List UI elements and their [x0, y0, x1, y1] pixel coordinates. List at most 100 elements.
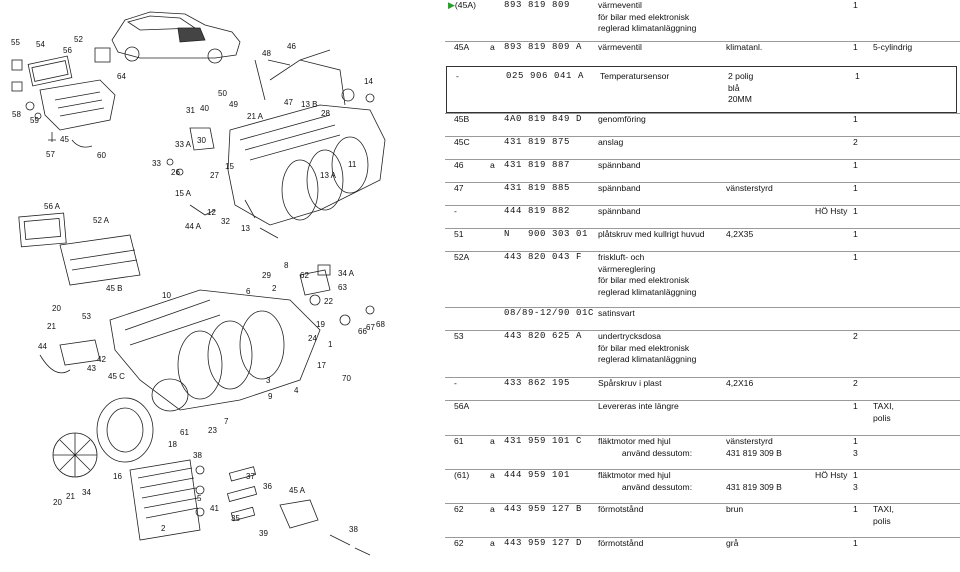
position-label: (45A) — [454, 0, 476, 10]
callout: 46 — [287, 42, 296, 51]
callout: 55 — [11, 38, 20, 47]
callout: 14 — [364, 77, 373, 86]
callout: 48 — [262, 49, 271, 58]
position-number: (61) — [454, 470, 469, 482]
part-number: 443 959 127 D — [504, 538, 583, 548]
current-row-arrow-icon: ▶ — [448, 0, 455, 10]
part-number: 431 819 887 — [504, 160, 571, 170]
callout: 45 A — [289, 486, 306, 495]
remark: 5-cylindrig — [873, 42, 913, 52]
callout: 33 A — [175, 140, 192, 149]
callout: 24 — [308, 334, 317, 343]
fan-and-core-assembly — [52, 397, 371, 556]
part-description: förmotstånd — [598, 504, 644, 514]
part-description: fläktmotor med hjul använd dessutom: — [598, 436, 693, 458]
callout: 36 — [263, 482, 272, 491]
callout: 61 — [180, 428, 189, 437]
callout: 21 — [47, 322, 56, 331]
callout: 28 — [321, 109, 330, 118]
part-number: 431 959 101 C — [504, 436, 583, 446]
callout: 70 — [342, 374, 351, 383]
callout: 3 — [266, 376, 271, 385]
part-description: plåtskruv med kullrigt huvud — [598, 229, 705, 239]
callout: 31 — [186, 106, 195, 115]
parts-drawing: 55 54 56 52 64 58 59 57 45 60 56 A 52 A … — [11, 11, 385, 556]
position-number: 52A — [454, 252, 469, 264]
position-number: 46 — [454, 160, 464, 172]
part-description: värmeventil för bilar med elektronisk re… — [598, 0, 697, 33]
part-number: 444 959 101 — [504, 470, 571, 480]
part-number: 431 819 875 — [504, 137, 571, 147]
callout: 50 — [218, 89, 227, 98]
callout: 42 — [97, 355, 106, 364]
position-number: 53 — [454, 331, 464, 343]
exploded-parts-diagram: 55 54 56 52 64 58 59 57 45 60 56 A 52 A … — [0, 0, 445, 571]
part-description: friskluft- och värmereglering för bilar … — [598, 252, 697, 297]
specification: klimatanl. — [726, 42, 763, 52]
specification: vänsterstyrd — [726, 183, 773, 193]
callout: 58 — [12, 110, 21, 119]
part-number: N 900 303 01 — [504, 229, 589, 239]
part-number: 893 819 809 — [504, 0, 571, 10]
position-number: - — [454, 206, 457, 218]
callout: 39 — [259, 529, 268, 538]
position-label: 62 — [454, 504, 464, 514]
position-label: - — [456, 71, 459, 81]
callout: 20 — [53, 498, 62, 507]
part-description: genomföring — [598, 114, 646, 124]
callout: 19 — [316, 320, 325, 329]
quantity: 1 — [853, 183, 858, 193]
callout: 30 — [197, 136, 206, 145]
parts-row: ▶(45A) 893 819 809 värmeventil för bilar m… — [445, 0, 960, 41]
quantity: 2 — [853, 331, 858, 341]
callout-labels: 55 54 56 52 64 58 59 57 45 60 56 A 52 A … — [11, 35, 385, 538]
callout: 33 — [152, 159, 161, 168]
parts-list-table: ▶(45A) 893 819 809 värmeventil för bilar m… — [445, 0, 960, 571]
part-description: spännband — [598, 160, 641, 170]
callout: 6 — [246, 287, 251, 296]
callout: 64 — [117, 72, 126, 81]
variant-mark: a — [490, 504, 495, 514]
callout: 34 — [82, 488, 91, 497]
callout: 2 — [161, 524, 166, 533]
part-number: 08/89-12/90 01C — [504, 308, 595, 318]
remark: TAXI, polis — [873, 504, 894, 526]
callout: 37 — [246, 472, 255, 481]
specification: 2 polig blå 20MM — [728, 71, 754, 104]
quantity: 1 3 — [853, 436, 858, 458]
callout: 41 — [210, 504, 219, 513]
control-panel-cluster — [11, 47, 116, 148]
climate-control-unit — [18, 212, 141, 286]
part-number: 443 959 127 B — [504, 504, 583, 514]
lower-heater-housing — [39, 264, 375, 412]
callout: 56 A — [44, 202, 61, 211]
position-number: 45A — [454, 42, 469, 54]
callout: 34 A — [338, 269, 355, 278]
callout: 44 — [38, 342, 47, 351]
callout: 13 — [241, 224, 250, 233]
callout: 38 — [193, 451, 202, 460]
position-label: - — [454, 378, 457, 388]
part-number: 893 819 809 A — [504, 42, 583, 52]
position-number: 47 — [454, 183, 464, 195]
callout: 54 — [36, 40, 45, 49]
callout: 49 — [229, 100, 238, 109]
callout: 13 B — [301, 100, 317, 109]
callout: 38 — [349, 525, 358, 534]
part-description: spännband — [598, 206, 641, 216]
callout: 15 — [225, 162, 234, 171]
part-description: värmeventil — [598, 42, 642, 52]
position-number: 56A — [454, 401, 469, 413]
position-label: 61 — [454, 436, 464, 446]
callout: 7 — [224, 417, 229, 426]
variant-mark: a — [490, 160, 495, 170]
callout: 22 — [324, 297, 333, 306]
quantity: 2 — [853, 137, 858, 147]
